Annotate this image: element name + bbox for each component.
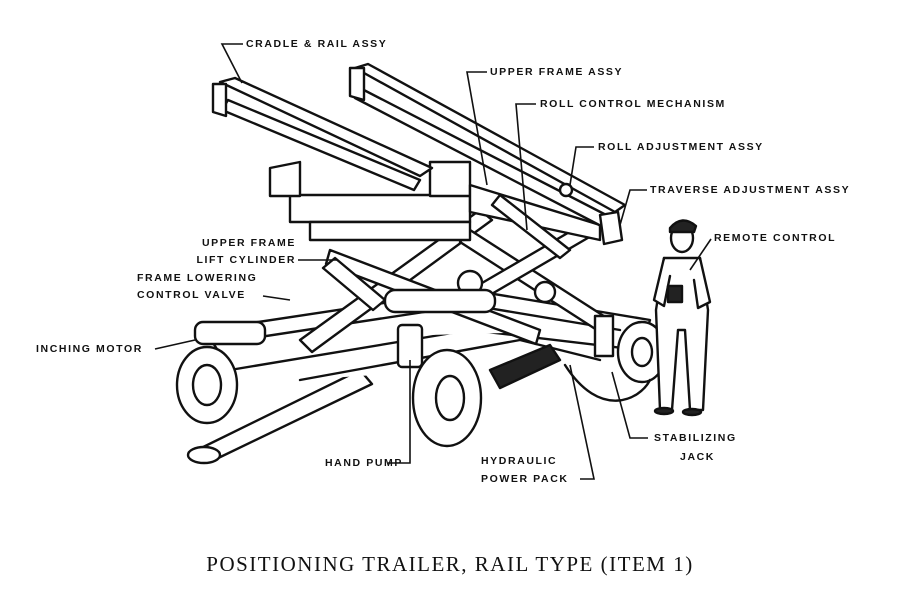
lift-cylinder — [321, 256, 497, 314]
label-frame-lowering-1: FRAME LOWERING — [137, 272, 258, 284]
label-hydraulic-2: POWER PACK — [481, 473, 569, 485]
left-wheel — [175, 345, 239, 425]
front-wheel — [411, 348, 483, 448]
operator-figure — [652, 219, 712, 417]
right-wheel — [616, 320, 668, 384]
label-upper-frame-lift-2: LIFT CYLINDER — [196, 254, 296, 266]
upper-frame — [268, 160, 602, 260]
label-remote-control: REMOTE CONTROL — [714, 232, 837, 244]
drawbar — [186, 368, 374, 465]
label-roll-control: ROLL CONTROL MECHANISM — [540, 98, 726, 110]
label-frame-lowering-2: CONTROL VALVE — [137, 289, 246, 301]
cradle-rail — [211, 62, 627, 246]
stabilizing-jack — [563, 314, 652, 402]
label-hand-pump: HAND PUMP — [325, 457, 403, 469]
label-traverse-adjustment: TRAVERSE ADJUSTMENT ASSY — [650, 184, 851, 196]
label-stabilizing-2: JACK — [680, 451, 715, 463]
hydraulic-power-pack — [488, 343, 562, 390]
figure-caption: POSITIONING TRAILER, RAIL TYPE (ITEM 1) — [206, 552, 694, 576]
label-upper-frame-lift-1: UPPER FRAME — [201, 237, 296, 249]
label-inching-motor: INCHING MOTOR — [36, 343, 143, 355]
label-roll-adjustment: ROLL ADJUSTMENT ASSY — [598, 141, 764, 153]
label-cradle-rail: CRADLE & RAIL ASSY — [246, 38, 388, 50]
label-upper-frame: UPPER FRAME ASSY — [490, 66, 624, 78]
leader-lines — [154, 43, 712, 480]
label-hydraulic-1: HYDRAULIC — [481, 455, 558, 467]
label-stabilizing-1: STABILIZING — [654, 432, 737, 444]
